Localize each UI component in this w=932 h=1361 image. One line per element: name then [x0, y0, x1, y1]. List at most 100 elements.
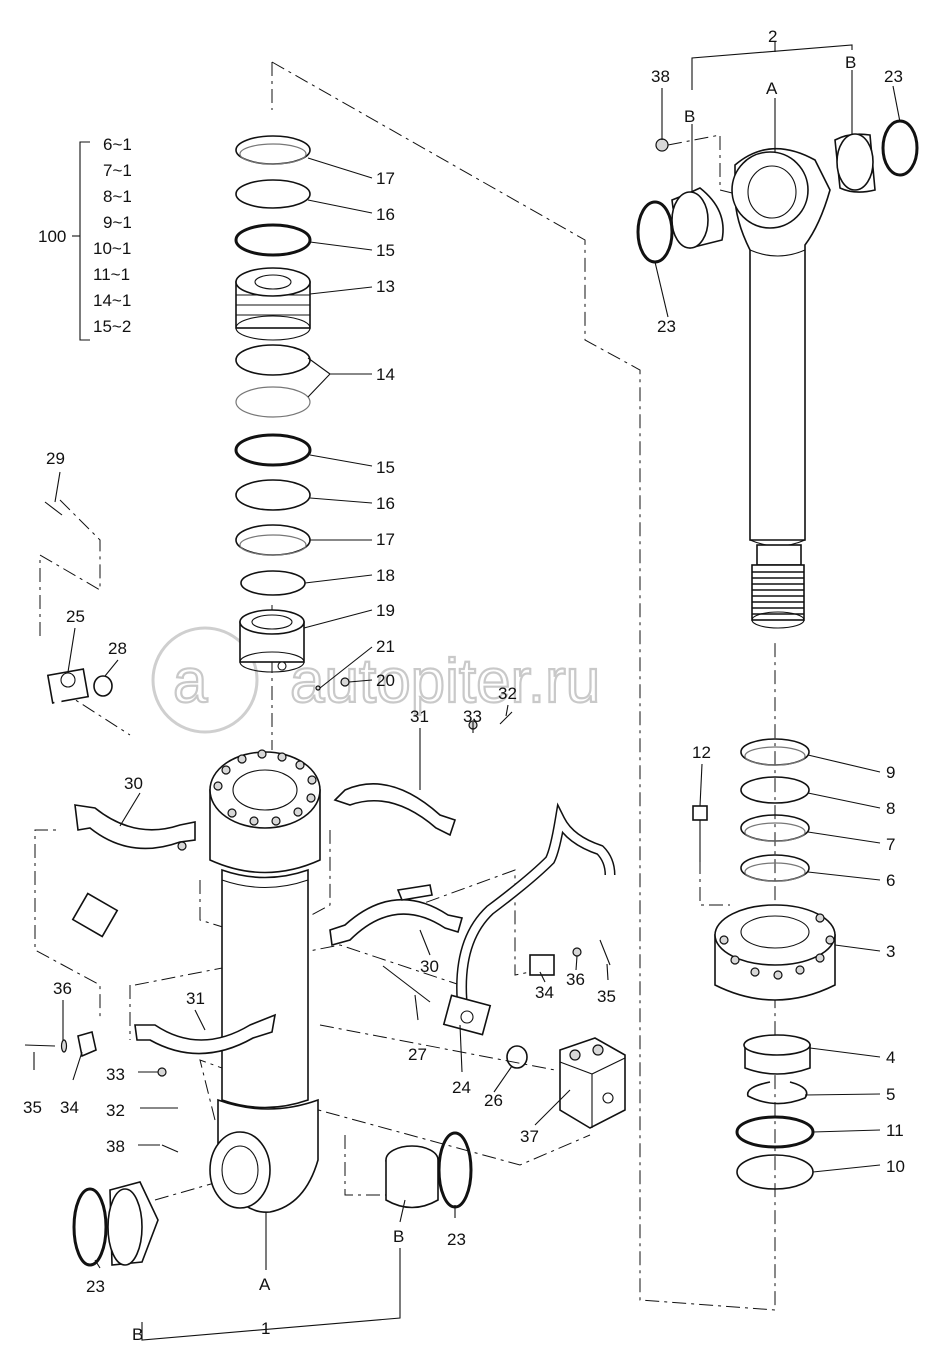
callout: 32: [106, 1101, 125, 1120]
watermark-logo: a: [173, 647, 208, 716]
rod-cover-stack: [692, 738, 836, 1190]
callout: 27: [408, 1045, 427, 1064]
bolt-27: [382, 965, 431, 1003]
callout: 23: [86, 1277, 105, 1296]
callout: 1: [261, 1319, 270, 1338]
leader-lines-mid: [33, 471, 609, 1341]
callout: 33: [106, 1065, 125, 1084]
callout: 6: [886, 871, 895, 890]
dust-seal-23-top-left: [636, 200, 674, 264]
callout: 8: [886, 799, 895, 818]
clamp-30-left: [74, 804, 196, 851]
bolt-35-left: [24, 1044, 56, 1047]
leader-lines-right: [654, 42, 901, 1173]
wear-ring-17-bottom: [235, 524, 311, 556]
snap-ring-5: [746, 1081, 808, 1105]
kit-number: 100: [38, 227, 66, 246]
safety-valve-37: [559, 1037, 626, 1129]
backup-ring-8: [740, 776, 810, 804]
callout: 25: [66, 607, 85, 626]
piston-rod-2: [731, 147, 831, 629]
callout: 31: [186, 989, 205, 1008]
callout: 10: [886, 1157, 905, 1176]
callout: 24: [452, 1078, 471, 1097]
piston-seal-stack: [234, 135, 350, 691]
bushing-4: [743, 1034, 811, 1075]
callout: 36: [53, 979, 72, 998]
callout: 23: [447, 1230, 466, 1249]
washer-36-left: [60, 1039, 68, 1053]
callout: 15: [376, 241, 395, 260]
backup-ring-16-bottom: [235, 479, 311, 511]
backup-ring-16-top: [235, 179, 311, 209]
steel-ball-21: [315, 685, 321, 691]
callout: 29: [46, 449, 65, 468]
dust-seal-23-bottom-left: [72, 1187, 108, 1267]
kit-item: 9~1: [103, 213, 132, 232]
callout: 7: [886, 835, 895, 854]
callout: A: [766, 79, 778, 98]
callout: B: [845, 53, 856, 72]
bolt-35-right: [599, 939, 611, 966]
callout: B: [132, 1325, 143, 1344]
bolt-29: [44, 501, 63, 516]
callout: 16: [376, 494, 395, 513]
callout: 13: [376, 277, 395, 296]
callout: 31: [410, 707, 429, 726]
callout: 21: [376, 637, 395, 656]
callout: 37: [520, 1127, 539, 1146]
callout: 35: [23, 1098, 42, 1117]
kit-100-list: 100 6~1 7~1 8~1 9~1 10~1 11~1 14~1 15~2: [38, 135, 132, 341]
clamp-31-top: [333, 783, 457, 837]
callout: 9: [886, 763, 895, 782]
grease-nipple-38-top: [655, 138, 669, 152]
bottom-bushings: [72, 1131, 473, 1267]
callout: 4: [886, 1048, 895, 1067]
callout: A: [259, 1275, 271, 1294]
kit-item: 14~1: [93, 291, 131, 310]
flange-24: [442, 994, 492, 1036]
callout: 38: [651, 67, 670, 86]
callout: 33: [463, 707, 482, 726]
callout: B: [393, 1227, 404, 1246]
callout: 23: [657, 317, 676, 336]
callout: 18: [376, 566, 395, 585]
kit-item: 10~1: [93, 239, 131, 258]
callout: 23: [884, 67, 903, 86]
piston-13: [235, 267, 311, 341]
callout: 19: [376, 601, 395, 620]
slide-ring-14-a: [235, 344, 311, 376]
o-ring-26: [506, 1045, 528, 1069]
callout: 34: [60, 1098, 79, 1117]
block-34-left: [77, 1030, 97, 1058]
callout: 3: [886, 942, 895, 961]
callout: 32: [498, 684, 517, 703]
callout: 16: [376, 205, 395, 224]
washer-36-right: [572, 947, 582, 957]
callout: 36: [566, 970, 585, 989]
callout: 14: [376, 365, 395, 384]
callout: 38: [106, 1137, 125, 1156]
o-ring-15-bottom: [234, 433, 312, 467]
callout: 35: [597, 987, 616, 1006]
flange-25: [46, 668, 90, 704]
callout: 2: [768, 27, 777, 46]
washer-33-bottom: [157, 1067, 167, 1077]
clamps: [74, 783, 464, 1055]
leader-lines-left: [303, 157, 373, 689]
pipe-assembly-left: [44, 501, 119, 938]
block-34-right: [529, 954, 555, 976]
callout: 17: [376, 169, 395, 188]
clamp-31-bottom: [134, 1013, 277, 1055]
grease-nipple-38-bottom: [161, 1144, 179, 1153]
callout: 30: [124, 774, 143, 793]
callout: 12: [692, 743, 711, 762]
rod-cover-3: [714, 904, 836, 1001]
cylinder-tube-1: [209, 749, 321, 1213]
bolt-32-top: [499, 711, 513, 725]
callout: 17: [376, 530, 395, 549]
kit-item: 7~1: [103, 161, 132, 180]
o-ring-28: [93, 675, 113, 697]
callout: 11: [886, 1121, 904, 1140]
